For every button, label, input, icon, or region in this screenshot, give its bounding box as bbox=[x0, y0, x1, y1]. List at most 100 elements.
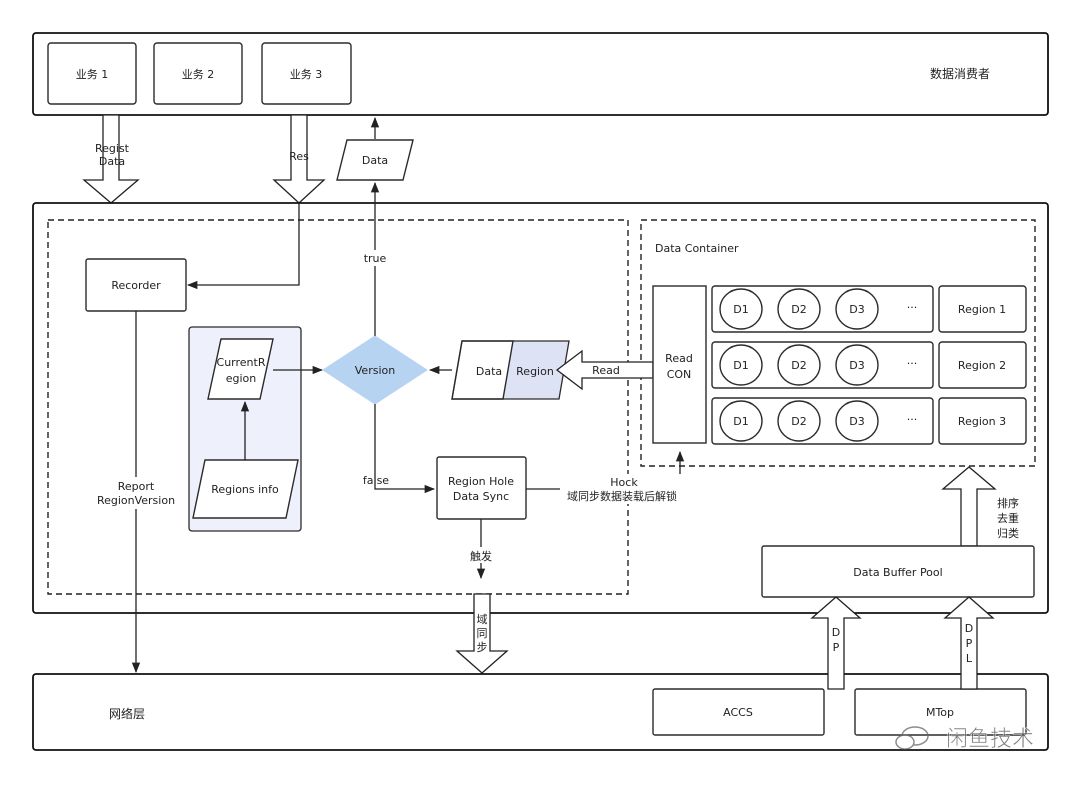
data-row-frame bbox=[711, 285, 934, 333]
data-cell bbox=[835, 288, 879, 330]
data-cell-label: D3 bbox=[849, 415, 864, 428]
dp-arrow bbox=[810, 596, 862, 690]
regist-label-2: Data bbox=[99, 155, 125, 168]
data-cell bbox=[777, 400, 821, 442]
trigger-label: 触发 bbox=[470, 549, 492, 563]
data-row-frame bbox=[711, 397, 934, 445]
region-hole-sync-box[interactable]: Region Hole Data Sync bbox=[436, 456, 527, 520]
data-row-frame bbox=[711, 341, 934, 389]
dpl-label-2: P bbox=[966, 637, 973, 650]
data-cell-label: D3 bbox=[849, 359, 864, 372]
region-label: Region 1 bbox=[958, 303, 1006, 316]
read-label: Read bbox=[592, 364, 620, 377]
dpl-label-3: L bbox=[966, 652, 973, 665]
mtop-box[interactable]: MTop bbox=[854, 688, 1027, 736]
svg-text:业务 2: 业务 2 bbox=[182, 68, 215, 81]
data-cell-label: D2 bbox=[791, 415, 806, 428]
svg-text:Read: Read bbox=[665, 352, 693, 365]
region-label: Region 2 bbox=[958, 359, 1006, 372]
svg-text:MTop: MTop bbox=[926, 706, 954, 719]
svg-text:Recorder: Recorder bbox=[111, 279, 161, 292]
sort-label-3: 归类 bbox=[997, 526, 1019, 540]
data-cell bbox=[719, 288, 763, 330]
sort-label-1: 排序 bbox=[997, 496, 1019, 510]
version-false-arrow bbox=[374, 404, 436, 494]
report-label-2: RegionVersion bbox=[97, 494, 175, 507]
svg-text:CurrentR: CurrentR bbox=[217, 356, 266, 369]
data-cell-label: D2 bbox=[791, 303, 806, 316]
svg-text:egion: egion bbox=[226, 372, 257, 385]
data-cell-label: D2 bbox=[791, 359, 806, 372]
region-label: Region 3 bbox=[958, 415, 1006, 428]
dp-label-1: D bbox=[832, 626, 840, 639]
data-cell bbox=[719, 344, 763, 386]
svg-text:CON: CON bbox=[667, 368, 692, 381]
domain-sync-3: 步 bbox=[477, 641, 488, 654]
container-row: D1 D2 D3 ··· Region 1 bbox=[711, 285, 1027, 333]
svg-text:Regions info: Regions info bbox=[211, 483, 279, 496]
data-cell-label: D1 bbox=[733, 303, 748, 316]
regist-data-arrow bbox=[82, 114, 140, 204]
read-con-box: Read CON bbox=[652, 285, 707, 444]
svg-text:Data: Data bbox=[362, 154, 388, 167]
network-title: 网络层 bbox=[109, 706, 145, 721]
data-cell-label: D1 bbox=[733, 359, 748, 372]
svg-text:业务 3: 业务 3 bbox=[290, 68, 323, 81]
consumer-title: 数据消费者 bbox=[930, 66, 990, 81]
sort-label-2: 去重 bbox=[997, 511, 1019, 525]
accs-box[interactable]: ACCS bbox=[652, 688, 825, 736]
recorder-box[interactable]: Recorder bbox=[85, 258, 187, 312]
region-box[interactable] bbox=[938, 341, 1027, 389]
svg-text:Version: Version bbox=[355, 364, 395, 377]
data-cell bbox=[835, 344, 879, 386]
ellipsis-label: ··· bbox=[907, 413, 918, 426]
svg-text:业务 1: 业务 1 bbox=[76, 68, 109, 81]
regions-info-shape: Regions info bbox=[192, 459, 299, 519]
hock-label-2: 域同步数据装载后解锁 bbox=[567, 489, 677, 503]
sort-dedupe-arrow bbox=[941, 466, 997, 547]
ellipsis-label: ··· bbox=[907, 357, 918, 370]
data-cell bbox=[777, 344, 821, 386]
container-row: D1 D2 D3 ··· Region 3 bbox=[711, 397, 1027, 445]
res-to-recorder-line bbox=[186, 203, 300, 290]
data-cell bbox=[777, 288, 821, 330]
watermark: 闲鱼技术 bbox=[895, 726, 1034, 752]
domain-sync-arrow bbox=[455, 593, 509, 674]
data-cell bbox=[835, 400, 879, 442]
res-arrow bbox=[272, 114, 326, 204]
biz-box-2[interactable]: 业务 2 bbox=[153, 42, 243, 105]
ellipsis-label: ··· bbox=[907, 301, 918, 314]
domain-sync-1: 域 bbox=[477, 613, 488, 626]
report-label-1: Report bbox=[118, 480, 155, 493]
region-box[interactable] bbox=[938, 285, 1027, 333]
true-label: true bbox=[364, 252, 387, 265]
dpl-arrow bbox=[943, 596, 995, 690]
container-row: D1 D2 D3 ··· Region 2 bbox=[711, 341, 1027, 389]
svg-text:Data: Data bbox=[476, 365, 502, 378]
svg-text:Region: Region bbox=[516, 365, 554, 378]
false-label: false bbox=[363, 474, 389, 487]
data-buffer-pool-box[interactable]: Data Buffer Pool bbox=[761, 545, 1035, 598]
svg-text:闲鱼技术: 闲鱼技术 bbox=[946, 727, 1034, 752]
dpl-label-1: D bbox=[965, 622, 973, 635]
data-cell-label: D3 bbox=[849, 303, 864, 316]
svg-text:Data Sync: Data Sync bbox=[453, 490, 509, 503]
data-cell-label: D1 bbox=[733, 415, 748, 428]
current-region-shape: CurrentR egion bbox=[207, 338, 274, 400]
biz-box-1[interactable]: 业务 1 bbox=[47, 42, 137, 105]
biz-box-3[interactable]: 业务 3 bbox=[261, 42, 352, 105]
data-cell bbox=[719, 400, 763, 442]
res-label: Res bbox=[289, 150, 309, 163]
svg-text:ACCS: ACCS bbox=[723, 706, 753, 719]
regist-label-1: Regist bbox=[95, 142, 130, 155]
region-box[interactable] bbox=[938, 397, 1027, 445]
svg-text:Region Hole: Region Hole bbox=[448, 475, 514, 488]
domain-sync-2: 同 bbox=[477, 627, 488, 640]
data-container-title: Data Container bbox=[655, 242, 739, 255]
data-region-shape: Data Region bbox=[451, 340, 570, 400]
svg-text:Data Buffer Pool: Data Buffer Pool bbox=[853, 566, 942, 579]
hock-label-1: Hock bbox=[610, 476, 638, 489]
dp-label-2: P bbox=[833, 641, 840, 654]
